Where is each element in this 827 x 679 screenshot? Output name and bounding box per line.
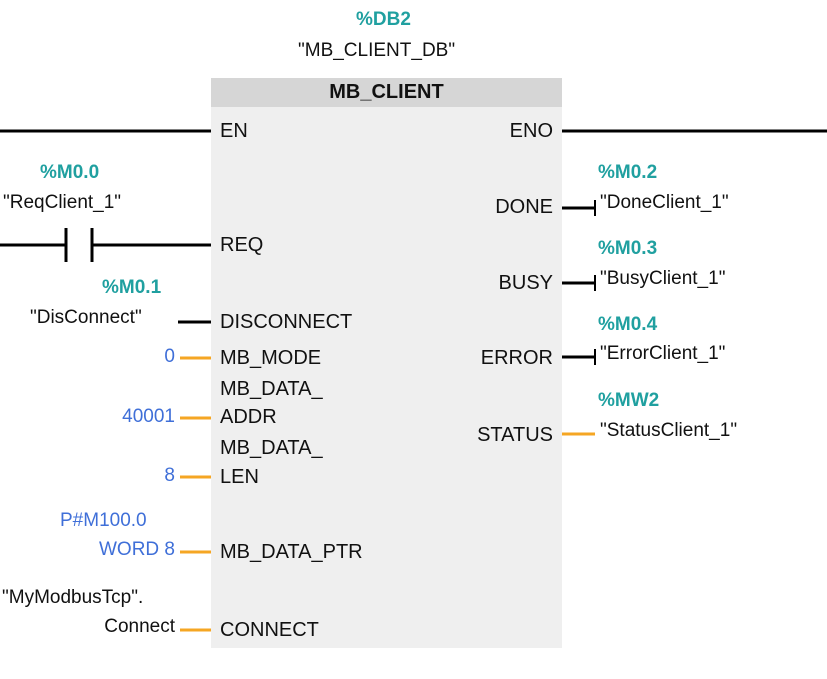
pin-mb-mode: MB_MODE [220, 347, 322, 369]
done-operand-address[interactable]: %M0.2 [598, 162, 658, 183]
req-operand-symbol[interactable]: "ReqClient_1" [3, 192, 122, 213]
done-operand-symbol[interactable]: "DoneClient_1" [600, 192, 729, 213]
connect-operand-line1[interactable]: "MyModbusTcp". [2, 587, 144, 608]
normally-open-contact-icon [0, 228, 211, 262]
pin-connect: CONNECT [220, 619, 319, 641]
pin-mb-data-addr-line2: ADDR [220, 406, 277, 428]
error-operand-symbol[interactable]: "ErrorClient_1" [600, 343, 726, 364]
instance-db-address[interactable]: %DB2 [356, 9, 411, 30]
error-output-wire [562, 349, 596, 365]
pin-mb-data-len-line1: MB_DATA_ [220, 437, 323, 459]
done-output-wire [562, 200, 596, 216]
pin-error: ERROR [480, 347, 553, 369]
mb-data-ptr-operand-line2[interactable]: WORD 8 [99, 539, 175, 560]
pin-done: DONE [495, 196, 553, 218]
function-block-title[interactable]: MB_CLIENT [211, 78, 562, 107]
pin-en: EN [220, 120, 248, 142]
error-operand-address[interactable]: %M0.4 [598, 314, 658, 335]
pin-busy: BUSY [498, 272, 553, 294]
mb-data-len-operand[interactable]: 8 [164, 465, 175, 486]
req-operand-address[interactable]: %M0.0 [40, 162, 100, 183]
pin-req: REQ [220, 234, 264, 256]
function-block-body[interactable] [211, 78, 562, 648]
busy-operand-symbol[interactable]: "BusyClient_1" [600, 268, 726, 289]
instance-db-symbol[interactable]: "MB_CLIENT_DB" [298, 40, 456, 61]
pin-mb-data-len-line2: LEN [220, 466, 259, 488]
busy-output-wire [562, 275, 596, 291]
pin-mb-data-ptr: MB_DATA_PTR [220, 541, 363, 563]
pin-mb-data-addr-line1: MB_DATA_ [220, 378, 323, 400]
pin-eno: ENO [509, 120, 553, 142]
mb-mode-operand[interactable]: 0 [164, 346, 175, 367]
mb-data-ptr-operand-line1[interactable]: P#M100.0 [60, 510, 147, 531]
disconnect-operand-symbol[interactable]: "DisConnect" [30, 307, 142, 328]
pin-disconnect: DISCONNECT [220, 311, 353, 333]
mb-data-addr-operand[interactable]: 40001 [122, 406, 175, 427]
busy-operand-address[interactable]: %M0.3 [598, 238, 658, 259]
pin-status: STATUS [477, 424, 553, 446]
connect-operand-line2[interactable]: Connect [104, 616, 175, 637]
status-operand-address[interactable]: %MW2 [598, 390, 660, 411]
disconnect-operand-address[interactable]: %M0.1 [102, 277, 162, 298]
status-operand-symbol[interactable]: "StatusClient_1" [600, 420, 738, 441]
